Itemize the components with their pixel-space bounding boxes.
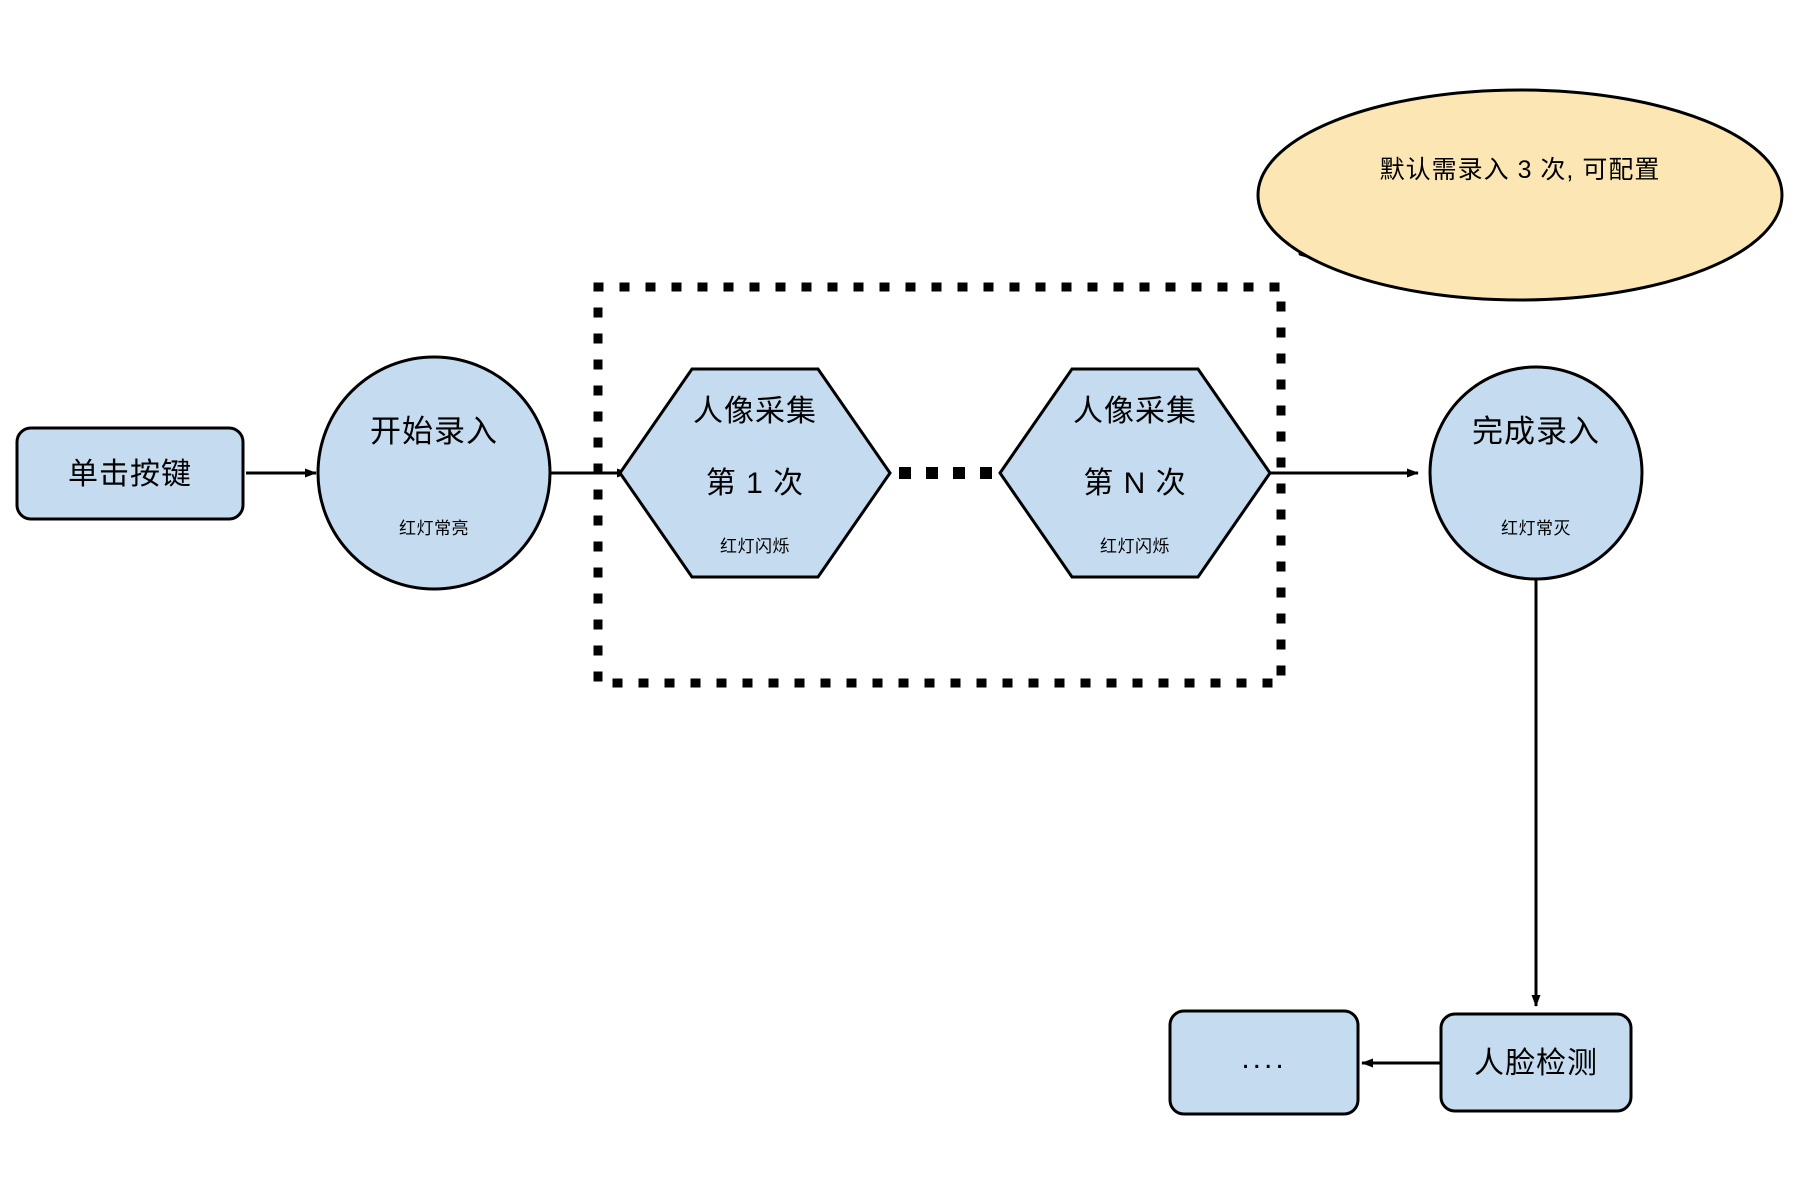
node-click-key-shape[interactable] [15,426,245,521]
node-capture-first-shape[interactable] [618,367,892,579]
node-capture-nth-shape[interactable] [998,367,1272,579]
node-finish-enroll-shape[interactable] [1428,365,1644,581]
capture-loop-group-border [593,282,1286,688]
callout-bubble-shape[interactable] [1256,88,1784,302]
node-start-enroll-shape[interactable] [316,355,552,591]
node-more-steps-shape[interactable] [1168,1009,1360,1116]
capture-ellipsis-dots [899,467,992,479]
node-face-detect-shape[interactable] [1439,1012,1633,1113]
